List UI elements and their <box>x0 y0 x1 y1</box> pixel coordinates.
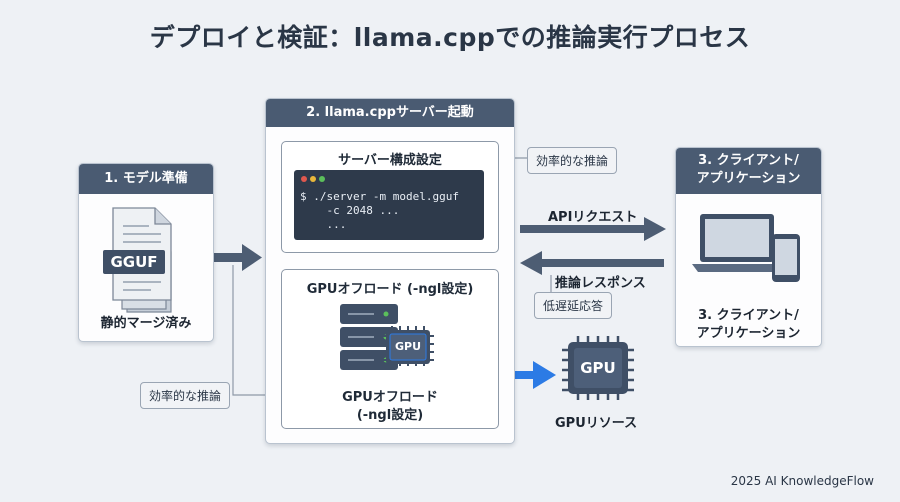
terminal-line-3: ... <box>300 218 347 231</box>
gguf-file-icon <box>103 207 172 313</box>
terminal-line-1: $ ./server -m model.gguf <box>300 190 459 203</box>
client-app-header-line1: 3. クライアント/ <box>698 153 799 168</box>
server-launch-box: 2. llama.cppサーバー起動 サーバー構成設定 $ ./server -… <box>265 98 515 444</box>
model-to-server-arrow <box>214 244 262 271</box>
client-app-caption-1: 3. クライアント/ <box>698 308 799 323</box>
server-rack-icon <box>340 304 398 370</box>
note-efficient-inference-top: 効率的な推論 <box>527 147 618 174</box>
footer-credit: 2025 AI KnowledgeFlow <box>730 474 874 488</box>
api-request-label: APIリクエスト <box>548 210 638 225</box>
client-app-box: 3. クライアント/ アプリケーション 3. クライアント/ アプリケーション <box>675 147 822 347</box>
model-prep-caption: 静的マージ済み <box>100 316 192 331</box>
gguf-label: GGUF <box>110 253 158 271</box>
terminal-window: $ ./server -m model.gguf -c 2048 ... ... <box>294 170 484 240</box>
gpu-offload-title: GPUオフロード (-ngl設定) <box>306 282 474 297</box>
terminal-line-2: -c 2048 ... <box>300 204 400 217</box>
gpu-chip-icon-small <box>382 326 434 366</box>
server-launch-header: 2. llama.cppサーバー起動 <box>266 99 514 127</box>
client-app-header: 3. クライアント/ アプリケーション <box>676 148 821 194</box>
terminal-dot-green <box>319 176 325 182</box>
gpu-offload-panel: GPUオフロード (-ngl設定) GPU GPUオフロード ( <box>281 269 499 429</box>
gpu-offload-caption-2: (-ngl設定) <box>356 408 424 423</box>
laptop-phone-icon <box>692 214 800 282</box>
server-config-title: サーバー構成設定 <box>338 153 442 168</box>
terminal-dot-yellow <box>310 176 316 182</box>
model-prep-box: 1. モデル準備 GGUF 静的マージ済み <box>78 163 214 342</box>
model-prep-header: 1. モデル準備 <box>79 164 213 194</box>
gpu-chip-label-small: GPU <box>394 340 422 353</box>
note-efficient-inference-bottom: 効率的な推論 <box>140 382 231 409</box>
page-title: デプロイと検証：llama.cppでの推論実行プロセス <box>149 23 751 52</box>
response-label: 推論レスポンス <box>555 276 646 291</box>
gpu-resource-caption: GPUリソース <box>555 416 638 431</box>
response-arrow <box>520 251 664 275</box>
note-low-latency: 低遅延応答 <box>534 292 613 319</box>
gpu-chip-label-large: GPU <box>580 359 616 377</box>
gpu-offload-caption-1: GPUオフロード <box>342 390 438 405</box>
server-config-panel: サーバー構成設定 $ ./server -m model.gguf -c 204… <box>281 141 499 253</box>
api-request-arrow <box>520 217 666 241</box>
client-app-header-line2: アプリケーション <box>696 171 801 186</box>
terminal-dot-red <box>301 176 307 182</box>
client-app-caption-2: アプリケーション <box>696 326 801 341</box>
